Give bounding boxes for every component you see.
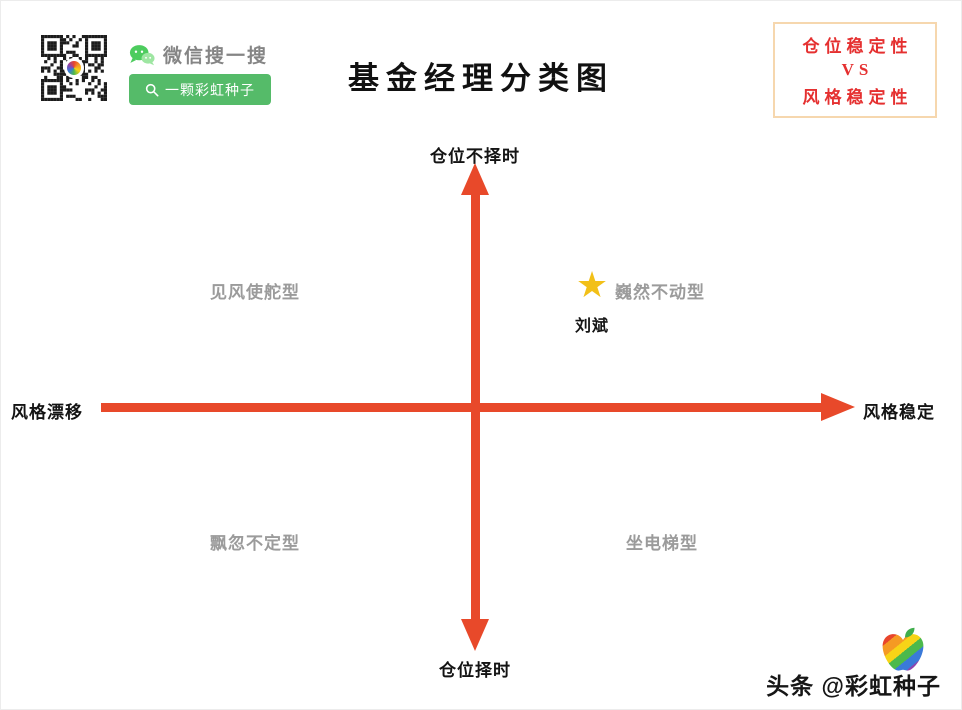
legend-line-3: 风格稳定性 — [802, 88, 913, 107]
search-icon — [145, 83, 159, 96]
wechat-search-label: 微信搜一搜 — [163, 46, 269, 67]
star-icon: ★ — [575, 264, 609, 305]
legend-line-1: 仓位稳定性 — [802, 37, 913, 56]
marker-name: 刘斌 — [574, 318, 610, 335]
arrowhead-up-icon — [461, 163, 489, 195]
quadrant-label-top-right: 巍然不动型 — [615, 283, 705, 302]
search-pill-button[interactable]: 一颗彩虹种子 — [129, 74, 271, 105]
qr-center-logo — [64, 58, 84, 78]
axis-label-left: 风格漂移 — [11, 403, 83, 422]
quadrant-label-bottom-left: 飘忽不定型 — [210, 534, 300, 553]
arrowhead-down-icon — [461, 619, 489, 651]
axis-label-right: 风格稳定 — [863, 403, 935, 422]
legend-line-2: VS — [841, 60, 874, 79]
axis-label-top: 仓位不择时 — [430, 147, 520, 166]
wechat-search-row: 微信搜一搜 — [129, 41, 268, 68]
quadrant-label-top-left: 见风使舵型 — [210, 283, 300, 302]
quadrant-label-bottom-right: 坐电梯型 — [626, 534, 698, 553]
wechat-icon — [129, 44, 155, 65]
credit-text: 头条 @彩虹种子 — [766, 673, 941, 699]
rainbow-apple-logo — [882, 627, 924, 671]
axis-label-bottom: 仓位择时 — [439, 661, 511, 680]
page-title: 基金经理分类图 — [348, 61, 614, 96]
legend-box: 仓位稳定性 VS 风格稳定性 — [773, 22, 937, 118]
arrowhead-right-icon — [821, 393, 855, 421]
search-pill-label: 一颗彩虹种子 — [165, 81, 255, 98]
horizontal-axis-line — [101, 403, 825, 412]
